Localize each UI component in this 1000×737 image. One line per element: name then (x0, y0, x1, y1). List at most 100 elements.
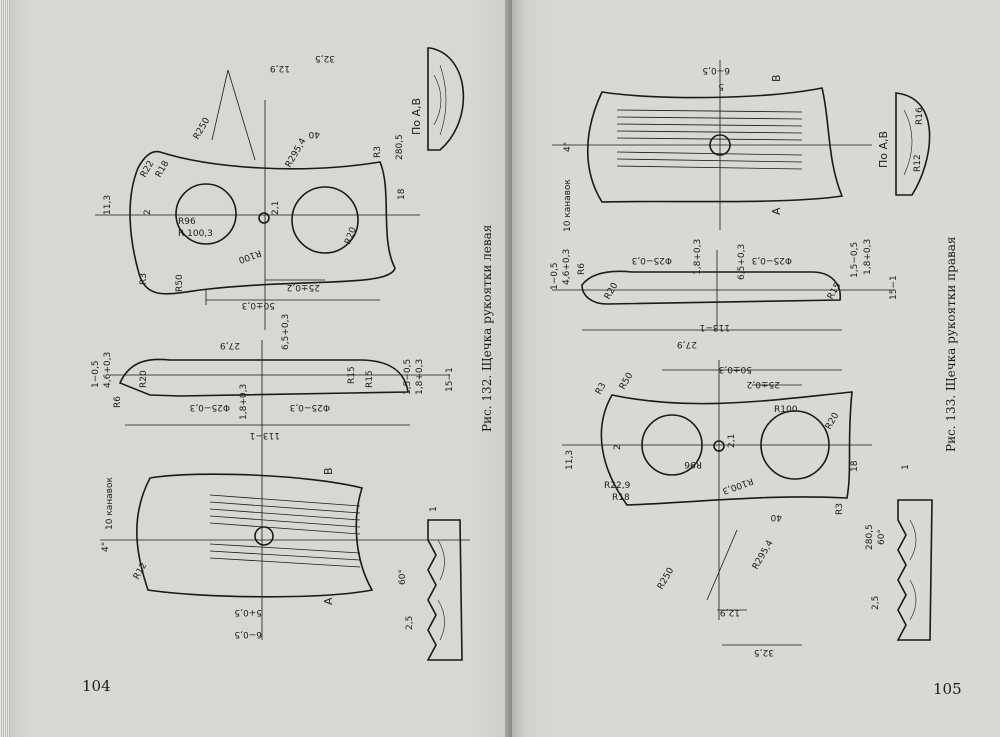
lbl-2805: 280,5 (395, 134, 405, 160)
left-bottom-hole (254, 526, 274, 546)
right-bottom-outline (600, 391, 853, 506)
r-lbl-r2954: R295,4 (751, 539, 776, 572)
r-lbl-25: 25±0,2 (747, 379, 780, 389)
lbl-151: 15−1 (445, 367, 455, 392)
lbl-1: 1 (429, 506, 439, 512)
lbl-21: 2,1 (271, 201, 281, 215)
r-lbl-40: 40 (770, 512, 782, 522)
r-lbl-1505: 1,5−0,5 (850, 242, 860, 278)
left-page-number: 104 (82, 677, 111, 695)
right-teeth-profile (896, 499, 933, 641)
lbl-r6: R6 (113, 396, 123, 408)
left-top-center-hole (258, 212, 270, 224)
r-lbl-A: А (770, 207, 783, 215)
r-lbl-10-grooves: 10 канавок (563, 179, 573, 232)
left-page: R250 R295,4 12,9 32,5 40 280,5 По А,В R3… (0, 0, 512, 737)
left-bottom-outline (136, 473, 374, 598)
lbl-r1003: R 100,3 (178, 229, 213, 239)
lbl-r20: R20 (343, 226, 359, 246)
lbl-60: 60° (398, 569, 408, 585)
lbl-r12: R12 (132, 561, 150, 581)
r-lbl-50: 50±0,3 (719, 364, 752, 374)
lbl-r15b: R15 (365, 370, 375, 388)
lbl-65: 6,5+0,3 (281, 314, 291, 350)
lbl-18: 18 (397, 188, 407, 200)
lbl-325: 32,5 (315, 53, 335, 63)
lbl-r2954: R295,4 (284, 137, 309, 170)
r-lbl-4deg: 4° (563, 142, 573, 152)
lbl-r3-top: R3 (373, 146, 383, 158)
lbl-4deg: 4° (101, 542, 111, 552)
right-top-outline (587, 87, 844, 203)
r-lbl-B: В (770, 74, 783, 82)
lbl-113: 11,3 (103, 195, 113, 215)
lbl-d25a: Φ25−0,3 (190, 402, 230, 412)
r-lbl-r20: R20 (603, 281, 621, 302)
r-lbl-r96: R96 (684, 459, 702, 469)
r-lbl-18b: 1,8+0,3 (863, 239, 873, 275)
r-lbl-r6: R6 (577, 263, 587, 275)
r-lbl-279: 27,9 (677, 339, 697, 349)
r-lbl-21: 2,1 (727, 434, 737, 448)
lbl-r50: R50 (175, 274, 185, 292)
lbl-10-grooves: 10 канавок (105, 477, 115, 530)
r-lbl-r3-top: R3 (594, 381, 609, 396)
lbl-r18: R18 (154, 159, 172, 180)
r-lbl-151: 15−1 (889, 275, 899, 300)
lbl-279: 27,9 (220, 340, 240, 350)
r-lbl-325: 32,5 (754, 647, 774, 657)
r-lbl-b46: 4,6+0,3 (562, 249, 572, 285)
r-lbl-1131: 113−1 (700, 322, 730, 332)
r-lbl-d2805: 280,5 (865, 524, 875, 550)
left-top-outline (129, 150, 396, 295)
lbl-1505: 1,5−0,5 (403, 359, 413, 395)
left-teeth-profile (426, 519, 463, 661)
lbl-section-ab: По А,В (410, 98, 423, 135)
lbl-r96: R96 (178, 217, 196, 227)
r-lbl-d1: 1 (901, 464, 911, 470)
r-lbl-r12: R12 (913, 154, 923, 172)
r-lbl-r1003: R100,3 (721, 475, 755, 495)
lbl-A: А (322, 597, 335, 605)
left-top-hole-2 (291, 186, 359, 254)
lbl-25: 25±0,2 (287, 282, 320, 292)
lbl-40: 40 (308, 129, 320, 139)
lbl-25b: 2,5 (405, 616, 415, 630)
r-lbl-d25: 2,5 (871, 596, 881, 610)
lbl-129: 12,9 (270, 63, 290, 73)
left-drawing: R250 R295,4 12,9 32,5 40 280,5 По А,В R3… (91, 47, 470, 661)
lbl-r250: R250 (192, 116, 213, 142)
lbl-18c: 1,8+0,3 (415, 359, 425, 395)
right-section-profile (895, 92, 931, 196)
lbl-6: 6−0,5 (234, 629, 262, 639)
left-side-outline (118, 358, 409, 397)
r-lbl-129: 12,9 (720, 607, 740, 617)
left-figure-caption: Рис. 132. Щечка рукоятки левая (480, 224, 494, 432)
r-lbl-r16: R16 (915, 107, 925, 125)
lbl-r15a: R15 (347, 366, 357, 384)
r-lbl-65: 6,5+0,3 (737, 244, 747, 280)
lbl-50: 50±0,3 (242, 300, 275, 310)
lbl-r20b: R20 (139, 370, 149, 388)
right-figure-caption: Рис. 133. Щечка рукоятки правая (944, 236, 958, 452)
r-lbl-d25b: Φ25−0,3 (752, 255, 792, 265)
r-lbl-5: 5 (718, 81, 724, 91)
r-lbl-r100: R100 (774, 405, 798, 415)
r-lbl-section: По А,В (877, 131, 890, 168)
right-drawing: 6−0,5 5 В 4° 10 канавок А По А,В R16 R12… (550, 60, 933, 657)
r-lbl-r18: R18 (612, 493, 630, 503)
lbl-1131: 113−1 (250, 430, 280, 440)
r-lbl-d25a: Φ25−0,3 (632, 255, 672, 265)
r-lbl-18a: 1,8+0,3 (693, 239, 703, 275)
lbl-5: 5+0,5 (234, 607, 262, 617)
lbl-d25b: Φ25−0,3 (290, 402, 330, 412)
lbl-r100: R100 (237, 247, 263, 265)
r-lbl-r50: R50 (618, 371, 636, 392)
left-top-hole-1 (175, 183, 237, 245)
lbl-2: 2 (143, 209, 153, 215)
lbl-46: 4,6+0,3 (103, 352, 113, 388)
page-edge-stack (0, 0, 10, 737)
r-lbl-2: 2 (613, 444, 623, 450)
r-lbl-18: 18 (850, 460, 860, 472)
